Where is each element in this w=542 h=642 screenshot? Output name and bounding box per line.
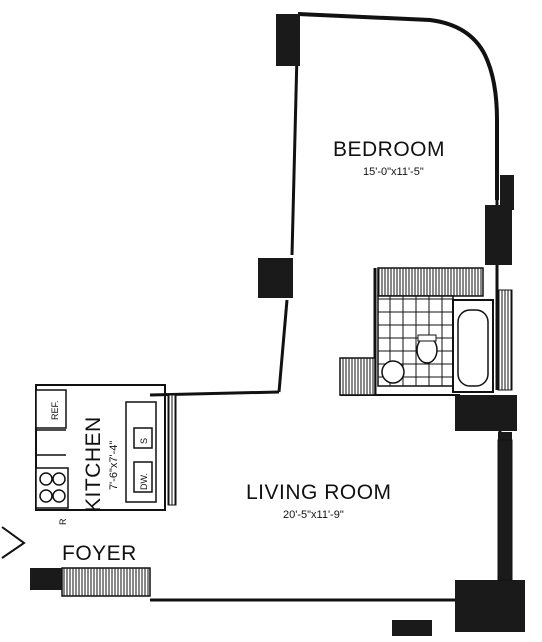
entry-door-marker — [1, 526, 26, 559]
kitchen-fixtures — [35, 389, 177, 509]
refrigerator — [35, 389, 67, 429]
kitchen-sink — [133, 427, 153, 449]
bath-sink — [381, 360, 405, 384]
bedroom-name: BEDROOM — [333, 138, 445, 161]
dishwasher — [133, 461, 153, 493]
bathroom — [377, 295, 494, 393]
kitchen-name: KITCHEN — [82, 416, 105, 512]
kitchen-dims: 7'-6"x7'-4" — [108, 441, 120, 490]
foyer-name: FOYER — [62, 542, 137, 565]
bedroom-dims: 15'-0"x11'-5" — [363, 166, 424, 178]
linen-closet — [339, 357, 376, 396]
sink-label: S — [139, 438, 149, 444]
living-room-dims: 20'-5"x11'-9" — [283, 509, 344, 521]
walls — [30, 12, 525, 636]
bath-closet — [377, 267, 484, 297]
range — [35, 467, 69, 509]
windows — [61, 267, 513, 597]
range-label: R — [58, 518, 68, 525]
foyer-closet — [61, 567, 151, 597]
ref-label: REF. — [50, 400, 60, 420]
dw-label: DW. — [139, 473, 149, 490]
living-room-name: LIVING ROOM — [246, 481, 392, 504]
